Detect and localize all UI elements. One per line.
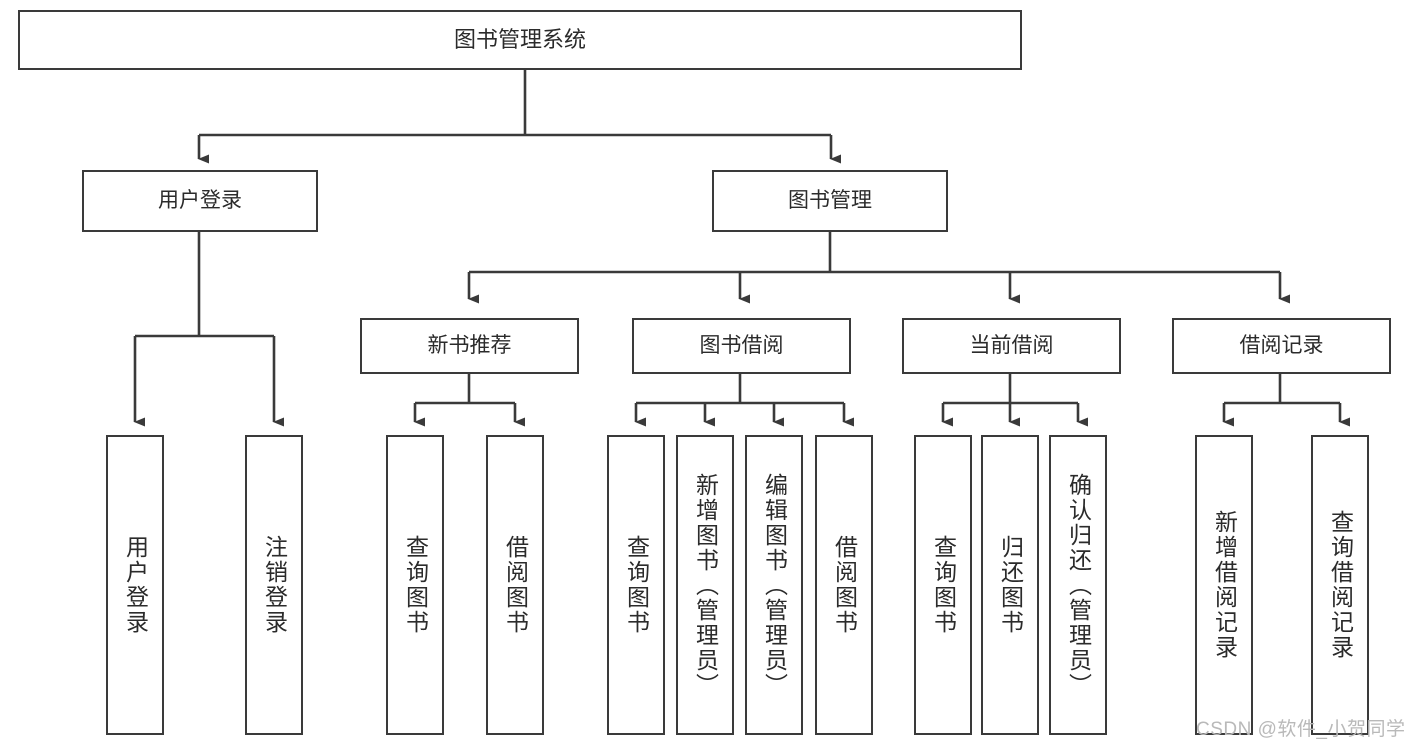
node-label: 查询图书 (402, 535, 429, 635)
node-label: 查询图书 (623, 535, 650, 635)
leaf-return-book[interactable]: 归还图书 (981, 435, 1039, 735)
node-label: 当前借阅 (969, 333, 1054, 357)
node-label: 用户登录 (122, 535, 149, 635)
leaf-edit-book-admin[interactable]: 编辑图书（管理员） (745, 435, 803, 735)
leaf-query-borrow-record[interactable]: 查询借阅记录 (1311, 435, 1369, 735)
node-label: 新书推荐 (427, 333, 512, 357)
node-label: 借阅图书 (831, 535, 858, 635)
node-root-system[interactable]: 图书管理系统 (18, 10, 1022, 70)
leaf-add-book-admin[interactable]: 新增图书（管理员） (676, 435, 734, 735)
node-label: 查询借阅记录 (1327, 510, 1354, 660)
node-label: 查询图书 (930, 535, 957, 635)
node-label: 图书借阅 (699, 333, 784, 357)
leaf-query-book-current[interactable]: 查询图书 (914, 435, 972, 735)
node-label: 归还图书 (997, 535, 1024, 635)
leaf-add-borrow-record[interactable]: 新增借阅记录 (1195, 435, 1253, 735)
leaf-borrow-book-recommend[interactable]: 借阅图书 (486, 435, 544, 735)
node-label: 编辑图书（管理员） (761, 472, 788, 698)
leaf-confirm-return-admin[interactable]: 确认归还（管理员） (1049, 435, 1107, 735)
leaf-query-book-borrow[interactable]: 查询图书 (607, 435, 665, 735)
node-label: 注销登录 (261, 535, 288, 635)
leaf-user-login[interactable]: 用户登录 (106, 435, 164, 735)
node-label: 图书管理 (788, 188, 872, 212)
node-book-management[interactable]: 图书管理 (712, 170, 948, 232)
node-new-book-recommend[interactable]: 新书推荐 (360, 318, 579, 374)
node-label: 新增图书（管理员） (692, 472, 719, 698)
node-label: 用户登录 (158, 188, 242, 212)
leaf-logout[interactable]: 注销登录 (245, 435, 303, 735)
csdn-watermark: CSDN @软件_小贺同学 (1196, 719, 1405, 740)
node-label: 借阅记录 (1239, 333, 1324, 357)
node-label: 新增借阅记录 (1211, 510, 1238, 660)
node-label: 图书管理系统 (453, 27, 586, 53)
node-label: 借阅图书 (502, 535, 529, 635)
leaf-borrow-book[interactable]: 借阅图书 (815, 435, 873, 735)
node-borrow-record[interactable]: 借阅记录 (1172, 318, 1391, 374)
node-current-borrow[interactable]: 当前借阅 (902, 318, 1121, 374)
node-label: 确认归还（管理员） (1065, 472, 1092, 698)
leaf-query-book-recommend[interactable]: 查询图书 (386, 435, 444, 735)
node-book-borrow[interactable]: 图书借阅 (632, 318, 851, 374)
node-user-login[interactable]: 用户登录 (82, 170, 318, 232)
